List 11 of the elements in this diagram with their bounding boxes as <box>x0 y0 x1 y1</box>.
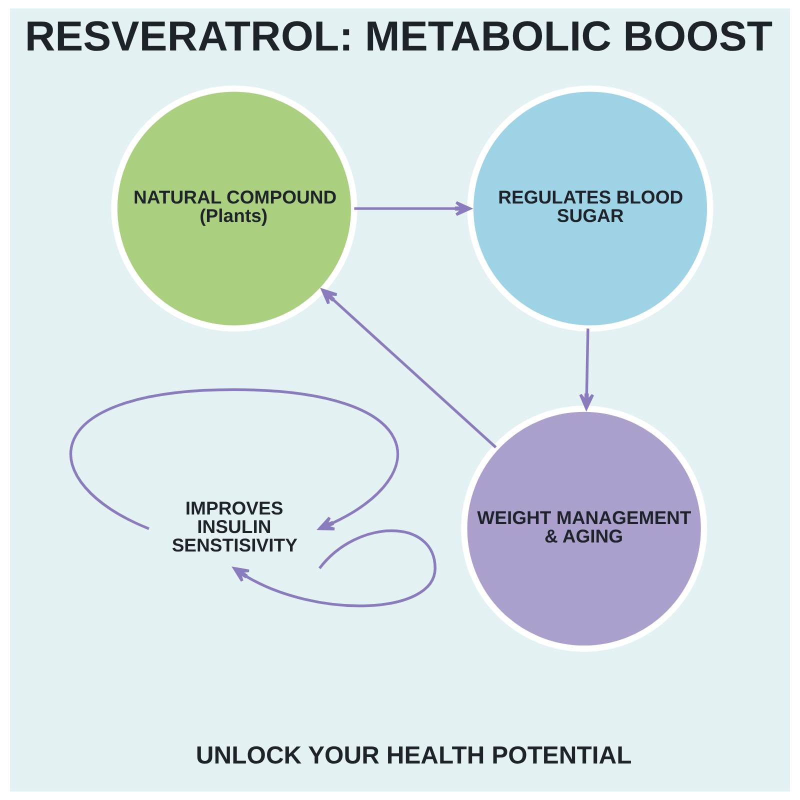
diagram-title: RESVERATROL: METABOLIC BOOST <box>24 12 773 60</box>
arrow <box>70 388 399 530</box>
node-text: IMPROVES INSULIN SENSTISIVITY <box>172 498 298 556</box>
arrow <box>232 529 436 608</box>
arrow <box>321 288 497 448</box>
node-circle: NATURAL COMPOUND (Plants) <box>111 86 358 332</box>
arrow <box>579 328 594 410</box>
node-circle: WEIGHT MANAGEMENT & AGING <box>461 406 708 652</box>
caption: UNLOCK YOUR HEALTH POTENTIAL <box>196 742 632 770</box>
arrow <box>354 201 472 216</box>
node-circle: REGULATES BLOOD SUGAR <box>467 86 714 332</box>
